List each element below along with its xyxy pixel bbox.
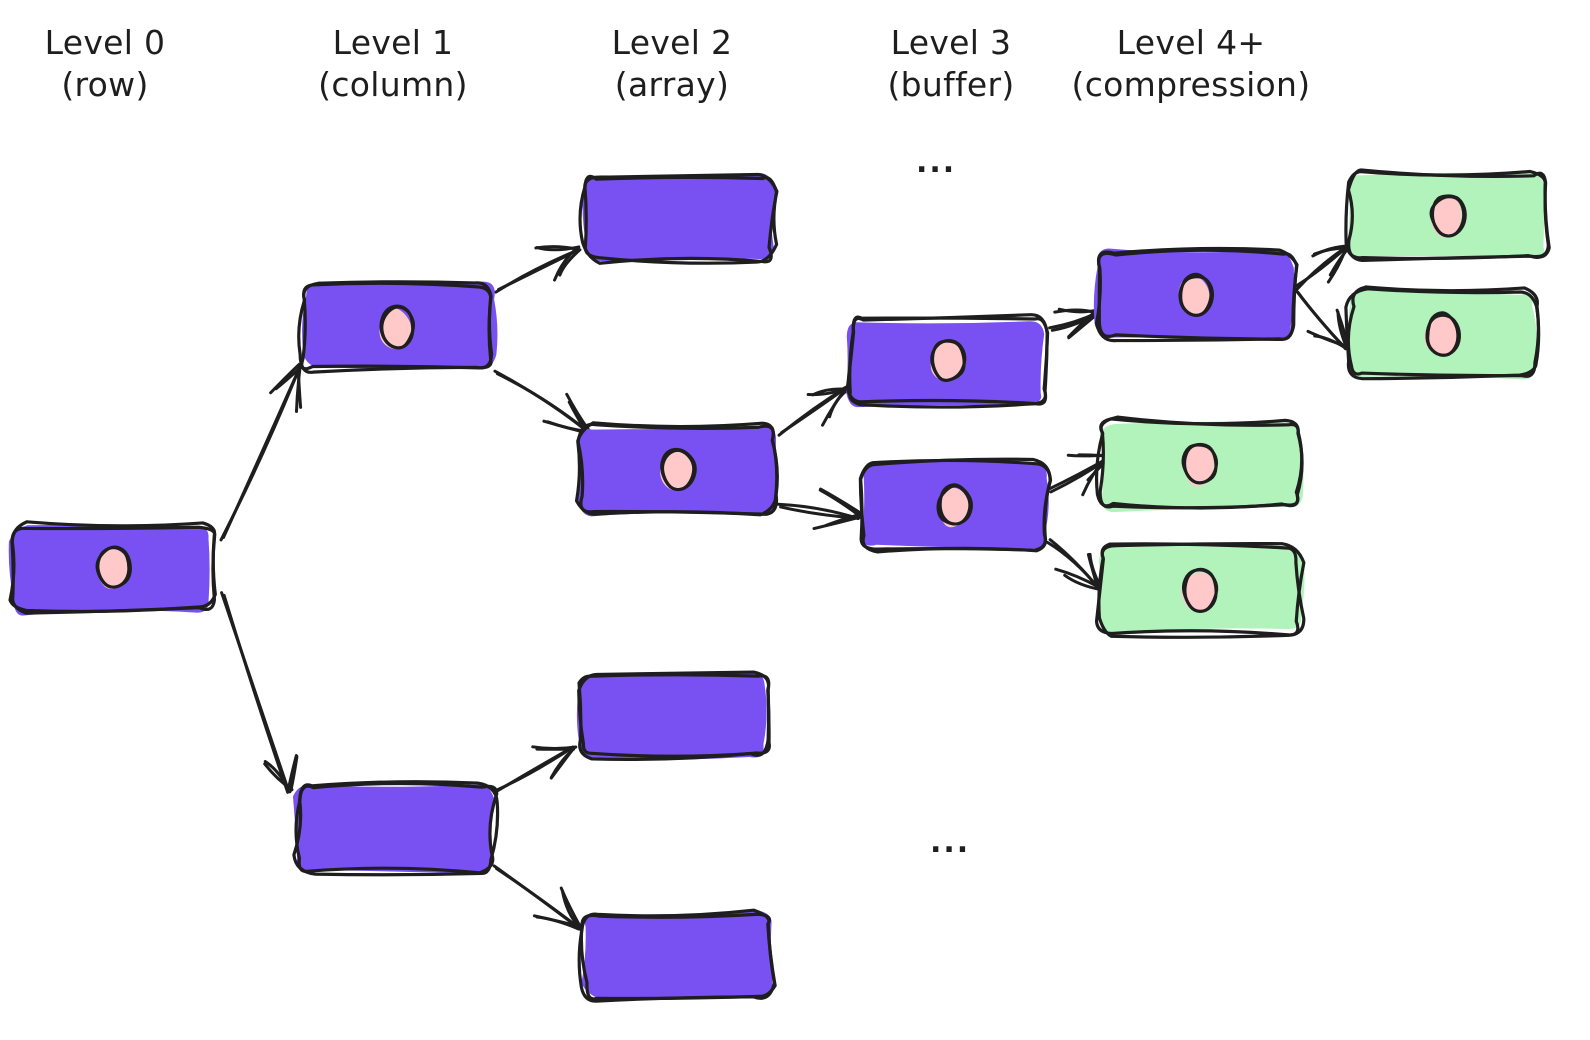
edge-buffer-2-to-compression-5	[1045, 538, 1103, 592]
edge-arrowhead	[535, 915, 581, 931]
edge-column-top-to-array-2	[493, 369, 592, 436]
node-dot-outline	[1431, 194, 1467, 238]
node-buffer-2[interactable]	[858, 457, 1053, 554]
edge-line	[492, 864, 583, 932]
node-row-root[interactable]	[8, 520, 217, 616]
edge-arrowhead	[558, 248, 582, 277]
ellipsis-level3-top: ...	[916, 145, 957, 180]
edge-arrowhead	[1067, 310, 1097, 339]
node-outline	[579, 912, 777, 1001]
node-compression-5[interactable]	[1094, 542, 1306, 639]
node-dot-fill	[1181, 572, 1215, 612]
node-dot-fill	[1183, 445, 1214, 487]
edge-line	[493, 745, 575, 795]
edge-column-bottom-to-array-4	[492, 864, 584, 932]
node-dot-fill	[379, 308, 412, 349]
node-dot-fill	[96, 548, 130, 589]
node-dot-fill	[1424, 316, 1457, 356]
edge-arrowhead	[553, 246, 580, 282]
node-dot-outline	[1426, 311, 1460, 357]
edge-arrowhead	[812, 515, 863, 531]
edge-array-2-to-buffer-1	[777, 384, 851, 437]
node-dot-outline	[938, 483, 973, 526]
edge-arrowhead	[819, 487, 864, 516]
edge-compression-1-to-compression-3	[1294, 288, 1351, 351]
node-compression-3[interactable]	[1344, 285, 1541, 381]
edge-line	[220, 591, 289, 789]
node-column-bottom[interactable]	[292, 780, 500, 877]
node-compression-4[interactable]	[1094, 415, 1304, 513]
edge-arrowhead	[269, 362, 301, 395]
node-outline	[1346, 168, 1550, 263]
node-fill	[581, 910, 773, 1000]
node-outline	[1094, 542, 1306, 637]
node-buffer-1[interactable]	[845, 313, 1050, 409]
node-outline	[577, 670, 771, 758]
node-array-3[interactable]	[576, 670, 771, 762]
edge-line	[219, 363, 303, 542]
edges-layer	[219, 243, 1352, 932]
node-dot-fill	[659, 451, 694, 491]
node-outline	[1094, 248, 1299, 343]
node-outline	[576, 422, 779, 516]
node-outline	[297, 281, 494, 374]
node-dot-fill	[938, 487, 971, 528]
edge-line	[493, 369, 589, 433]
edge-arrowhead	[1054, 567, 1101, 589]
node-dot-outline	[95, 545, 132, 589]
node-dot-outline	[1183, 442, 1218, 485]
node-outline	[294, 781, 499, 875]
node-array-4[interactable]	[577, 908, 777, 1003]
node-dot-fill	[930, 341, 964, 382]
edge-arrowhead	[549, 748, 574, 780]
node-column-top[interactable]	[297, 280, 498, 374]
edge-column-top-to-array-1	[494, 245, 582, 294]
node-dot-fill	[1178, 275, 1210, 317]
node-compression-1[interactable]	[1093, 246, 1299, 343]
nodes-layer	[8, 168, 1551, 1003]
ellipsis-level3-bottom: ...	[930, 825, 971, 860]
edge-column-bottom-to-array-3	[493, 745, 578, 795]
node-outline	[858, 458, 1053, 554]
node-outline	[10, 525, 217, 615]
node-dot-outline	[1181, 568, 1219, 613]
node-dot-outline	[931, 339, 966, 382]
node-dot-outline	[1179, 272, 1213, 317]
edge-row-root-to-column-bottom	[220, 591, 299, 794]
edge-compression-1-to-compression-2	[1292, 243, 1352, 292]
node-dot-fill	[1431, 195, 1462, 238]
edge-arrowhead	[263, 762, 294, 792]
node-fill	[576, 672, 767, 761]
node-outline	[845, 313, 1049, 406]
node-fill	[292, 784, 496, 874]
node-outline	[583, 172, 779, 265]
node-outline	[1344, 287, 1541, 381]
node-compression-2[interactable]	[1344, 168, 1551, 263]
node-outline	[1098, 415, 1304, 510]
edge-arrowhead	[1053, 308, 1096, 314]
node-array-2[interactable]	[574, 421, 779, 517]
edge-array-2-to-buffer-2	[776, 487, 864, 531]
node-dot-outline	[661, 448, 696, 492]
edge-arrowhead	[535, 245, 581, 252]
edge-arrowhead	[1313, 334, 1349, 351]
edge-arrowhead	[294, 364, 302, 413]
edge-row-root-to-column-top	[219, 362, 303, 542]
node-array-1[interactable]	[578, 172, 779, 265]
node-dot-outline	[380, 305, 416, 350]
node-fill	[582, 172, 776, 262]
edge-buffer-1-to-compression-1	[1048, 307, 1100, 340]
